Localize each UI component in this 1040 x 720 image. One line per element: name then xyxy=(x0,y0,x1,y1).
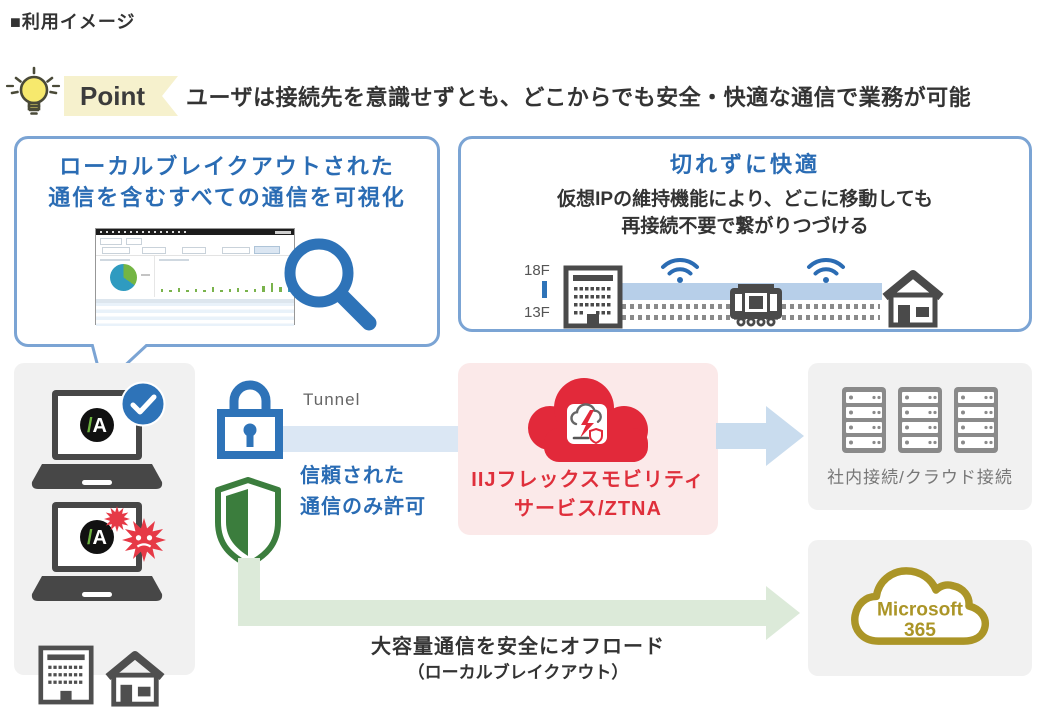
m365-label-line2: 365 xyxy=(904,620,936,641)
dashboard-filter-bar xyxy=(96,235,294,256)
tunnel-label: Tunnel xyxy=(303,390,361,409)
offload-arrow-green xyxy=(238,558,800,640)
servers-label: 社内接続/クラウド接続 xyxy=(827,468,1013,487)
malware-icon-small xyxy=(104,506,130,532)
comfort-bubble-body-line1: 仮想IPの維持機能により、どこに移動しても xyxy=(557,189,933,210)
floor-bottom-label: 13F xyxy=(524,304,550,321)
trust-text-line1: 信頼された xyxy=(300,465,405,487)
malware-icon-large xyxy=(122,518,166,562)
microsoft-365-cloud-icon: Microsoft 365 xyxy=(851,567,990,645)
comfort-bubble-title: 切れずに快適 xyxy=(669,152,820,177)
floor-bar xyxy=(542,281,547,298)
server-icon xyxy=(842,387,886,453)
lock-icon xyxy=(217,380,283,459)
service-cloud-icon xyxy=(528,378,648,462)
bar-chart-thumbnail xyxy=(155,256,294,297)
house-icon xyxy=(105,650,165,707)
magnifier-icon xyxy=(284,238,377,331)
dashboard-screenshot xyxy=(95,228,295,326)
visibility-bubble: ローカルブレイクアウトされた 通信を含むすべての通信を可視化 xyxy=(14,136,440,347)
server-icon xyxy=(954,387,998,453)
point-badge: Point xyxy=(64,76,178,116)
offload-text-line1: 大容量通信を安全にオフロード xyxy=(371,636,665,658)
service-name: IIJフレックスモビリティ サービス/ZTNA xyxy=(458,466,718,524)
device-logo: /A xyxy=(87,415,107,437)
device-logo: /A xyxy=(87,527,107,549)
floor-top-label: 18F xyxy=(524,262,550,279)
visibility-bubble-title-line2: 通信を含むすべての通信を可視化 xyxy=(48,185,406,210)
trust-text-line2: 通信のみ許可 xyxy=(300,496,426,518)
service-name-line2: サービス/ZTNA xyxy=(514,498,662,520)
train-icon xyxy=(730,284,782,327)
tunnel-band xyxy=(283,426,458,452)
service-name-line1: IIJフレックスモビリティ xyxy=(471,469,705,491)
house-icon xyxy=(882,270,944,328)
arrow-right-blue xyxy=(716,406,804,466)
offload-text-line2: （ローカルブレイクアウト） xyxy=(407,663,629,682)
comfort-bubble-body-line2: 再接続不要で繋がりつづける xyxy=(621,216,869,237)
office-building-icon xyxy=(38,645,94,705)
shield-icon xyxy=(215,477,281,568)
wifi-icon xyxy=(807,257,845,283)
point-text: ユーザは接続先を意識せずとも、どこからでも安全・快適な通信で業務が可能 xyxy=(186,85,972,110)
m365-label-line1: Microsoft xyxy=(877,600,964,621)
wifi-icon xyxy=(661,257,699,283)
page-title: ■利用イメージ xyxy=(10,12,136,32)
office-building-icon xyxy=(563,265,623,329)
trust-text: 信頼された 通信のみ許可 xyxy=(300,461,426,523)
table-thumbnail xyxy=(96,299,294,326)
dashboard-titlebar xyxy=(96,229,294,235)
lightbulb-icon xyxy=(5,66,61,115)
service-cloud-glyph xyxy=(570,403,603,445)
check-badge-icon xyxy=(120,381,166,427)
pie-chart-thumbnail xyxy=(96,256,155,297)
server-icon xyxy=(898,387,942,453)
visibility-bubble-title-line1: ローカルブレイクアウトされた xyxy=(59,154,395,179)
